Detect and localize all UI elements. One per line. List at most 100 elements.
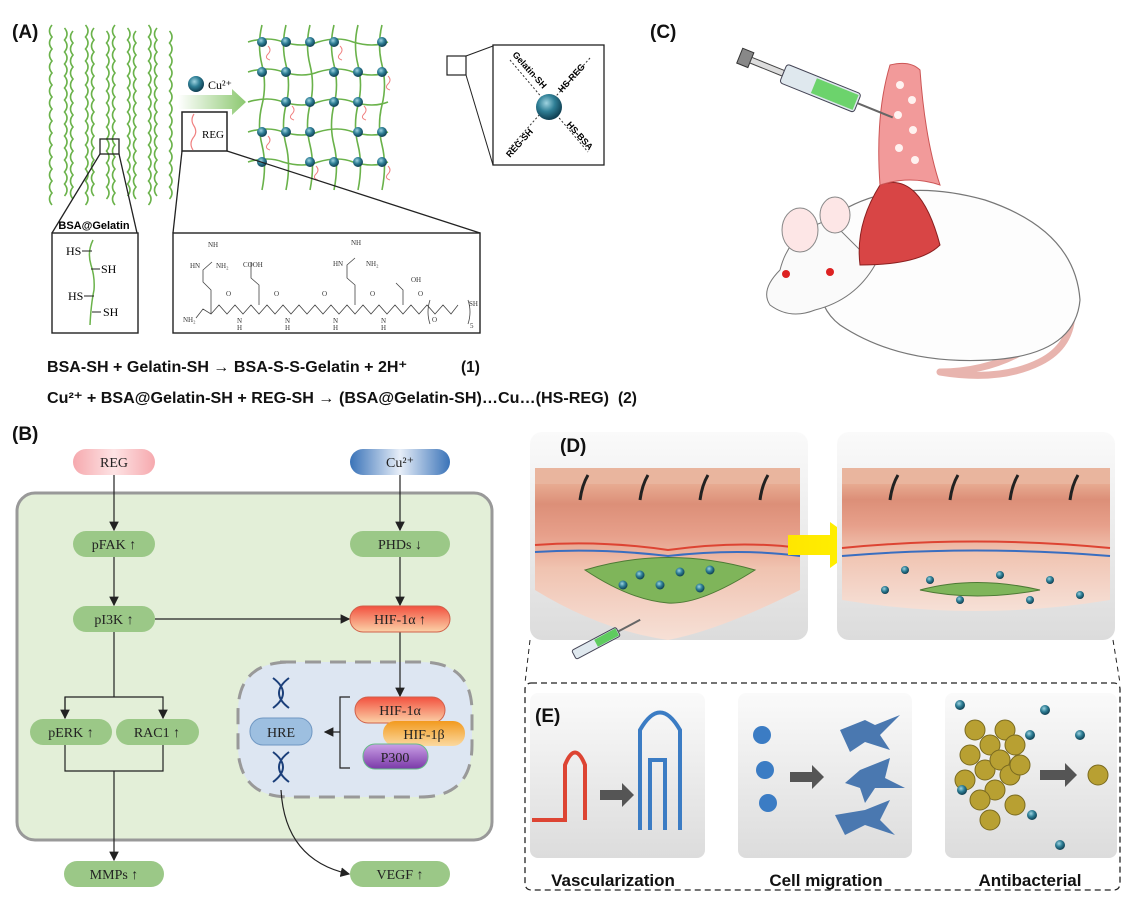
- polymer-chain: [168, 30, 173, 200]
- mouse-eye: [826, 268, 834, 276]
- panel-c: (C): [650, 22, 1081, 379]
- bacterium: [969, 789, 991, 811]
- cu-ion: [305, 97, 315, 107]
- chem-label: SH: [469, 300, 478, 308]
- node-perk: pERK ↑: [30, 719, 112, 745]
- panel-d: (D): [524, 432, 1121, 684]
- chem-label: NH: [208, 241, 218, 249]
- chem-label: NH₂: [366, 260, 379, 268]
- panel-label-b: (B): [12, 424, 38, 445]
- cu-ion: [257, 67, 267, 77]
- node-label: pERK ↑: [48, 726, 94, 741]
- chem-label: O: [274, 290, 279, 298]
- bsa-gelatin-chains: [48, 24, 173, 206]
- cu-ion: [257, 37, 267, 47]
- chem-label: N: [381, 317, 386, 325]
- equation-2: Cu²⁺ + BSA@Gelatin-SH + REG-SH → (BSA@Ge…: [47, 390, 609, 407]
- cu-ion: [353, 127, 363, 137]
- polymer-chain: [90, 27, 96, 197]
- polymer-chain: [132, 30, 138, 200]
- node-pfak: pFAK ↑: [73, 531, 155, 557]
- cu-ion: [305, 37, 315, 47]
- reg-chemical-structure: NH HN NH₂ COOH NH HN NH₂ OH NH₂ O O O O …: [172, 232, 481, 334]
- chem-label: HN: [190, 262, 200, 270]
- chem-label: HN: [333, 260, 343, 268]
- bacterium: [989, 749, 1011, 771]
- antibacterial-illustration: [945, 693, 1117, 858]
- skin-flap: [878, 62, 941, 186]
- caption-antibacterial: Antibacterial: [979, 871, 1082, 890]
- panel-b: (B) REG Cu²⁺ pFAK ↑ PHDs ↓ pI3K ↑ HIF-1α…: [12, 424, 494, 887]
- cu-ion-icon: [536, 94, 562, 120]
- chem-label: O: [432, 316, 437, 324]
- cu-ion: [329, 67, 339, 77]
- syringe-icon: [571, 618, 641, 660]
- dna-icon: [272, 677, 290, 783]
- caption-cell-migration: Cell migration: [769, 871, 882, 890]
- bacterium: [979, 809, 1001, 831]
- polymer-chain: [111, 24, 117, 206]
- bacterium: [1004, 794, 1026, 816]
- cu-ion: [281, 97, 291, 107]
- cu-ion: [281, 67, 291, 77]
- wound-after: [837, 432, 1115, 640]
- equation-1-number: (1): [461, 359, 480, 376]
- node-reg: REG: [73, 449, 155, 475]
- cu-ion-icon: [188, 76, 204, 92]
- cu-ion: [281, 37, 291, 47]
- node-phds: PHDs ↓: [350, 531, 450, 557]
- cu-ion: [377, 157, 387, 167]
- bsa-gelatin-label: BSA@Gelatin: [58, 220, 130, 232]
- cell-migration-illustration: [738, 693, 912, 858]
- chem-label: O: [226, 290, 231, 298]
- equation-1: BSA-SH + Gelatin-SH → BSA-S-S-Gelatin + …: [47, 359, 407, 376]
- node-label: P300: [381, 751, 410, 766]
- chem-label: NH: [351, 239, 361, 247]
- node-hif1b: HIF-1β: [383, 721, 465, 746]
- panel-label-c: (C): [650, 22, 676, 43]
- cu-ion: [305, 157, 315, 167]
- cu-ion: [377, 37, 387, 47]
- chem-label: H: [285, 324, 290, 332]
- reaction-arrow: [178, 89, 246, 115]
- cu-ion: [353, 67, 363, 77]
- syringe-icon: [736, 47, 894, 119]
- cu-ion: [353, 97, 363, 107]
- bacterium: [974, 759, 996, 781]
- reg-box: REG: [181, 111, 228, 152]
- hydrogel-dots: [894, 81, 919, 164]
- chem-label: O: [418, 290, 423, 298]
- thiol-group: SH: [103, 305, 119, 319]
- panel-e-frame: [524, 682, 1121, 891]
- cu-ion: [377, 127, 387, 137]
- mouse-illustration: [736, 47, 1081, 379]
- pathway-arrows: [60, 475, 405, 877]
- equation-2-number: (2): [618, 390, 637, 407]
- mouse-eye: [782, 270, 790, 278]
- node-label: Cu²⁺: [386, 456, 414, 471]
- node-hif1a: HIF-1α: [354, 696, 446, 724]
- node-hre: HRE: [249, 717, 313, 746]
- chem-label: H: [237, 324, 242, 332]
- node-label: HIF-1α: [379, 704, 421, 719]
- polymer-chain: [63, 27, 68, 197]
- chem-label: H: [381, 324, 386, 332]
- node-mmps: MMPs ↑: [64, 861, 164, 887]
- cu-ion: [329, 97, 339, 107]
- node-label: HRE: [267, 726, 295, 741]
- coordination-inset: Gelatin-SH HS-REG REG-SH HS-BSA: [446, 44, 605, 166]
- cu-ion: [377, 67, 387, 77]
- cu-ion: [329, 37, 339, 47]
- bacterium: [964, 719, 986, 741]
- polymer-chain: [69, 30, 75, 200]
- reg-label: REG: [202, 129, 224, 141]
- cu-ion: [305, 127, 315, 137]
- bacterium: [984, 779, 1006, 801]
- chem-label: O: [322, 290, 327, 298]
- bacterium: [1009, 754, 1031, 776]
- vascularization-illustration: [530, 693, 705, 858]
- caption-vascularization: Vascularization: [551, 871, 675, 890]
- bacterium: [979, 734, 1001, 756]
- panel-a: (A) Cu²⁺ REG Gelatin-SH HS-REG REG-SH HS…: [12, 22, 637, 407]
